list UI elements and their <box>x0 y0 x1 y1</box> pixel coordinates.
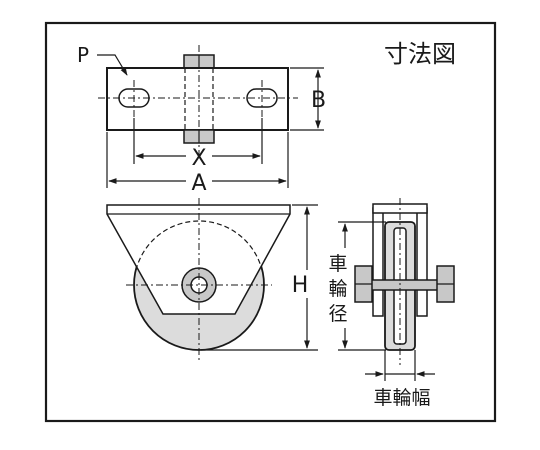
b-dimension: B <box>290 67 326 131</box>
label-wheel-diameter-1: 車 <box>328 253 347 275</box>
front-view <box>106 198 291 360</box>
label-wheel-diameter-2: 輪 <box>328 278 347 300</box>
label-b: B <box>311 88 326 113</box>
p-dimension: P <box>77 43 128 76</box>
h-dimension: H <box>201 204 318 351</box>
label-h: H <box>292 273 309 298</box>
top-view <box>98 45 298 160</box>
side-bracket-right <box>416 207 428 317</box>
side-view <box>354 198 455 365</box>
label-x: X <box>191 146 206 171</box>
label-a: A <box>191 171 206 196</box>
label-wheel-diameter-3: 径 <box>328 303 347 325</box>
label-wheel-width: 車輪幅 <box>373 387 430 409</box>
x-dimension: X <box>133 118 263 171</box>
a-dimension: A <box>106 132 289 196</box>
label-p: P <box>77 43 89 67</box>
side-bracket-left <box>372 207 384 317</box>
wheel-width-dimension: 車輪幅 <box>365 350 435 409</box>
drawing-title: 寸法図 <box>384 40 456 68</box>
wheel-diameter-dimension: 車 輪 径 <box>328 221 386 351</box>
